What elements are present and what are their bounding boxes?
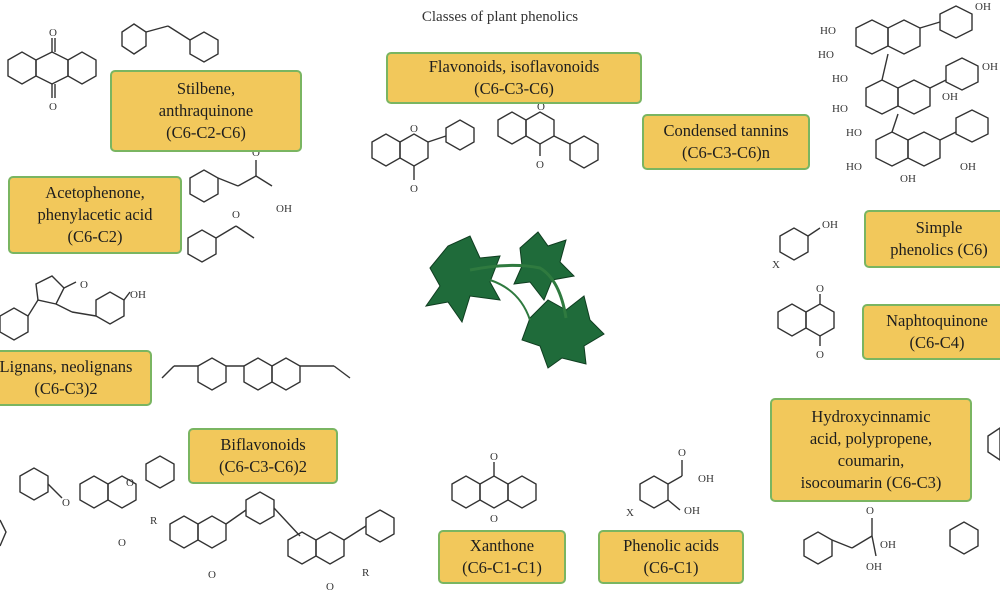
svg-text:O: O: [536, 159, 544, 171]
svg-text:O: O: [232, 209, 240, 221]
phenolic-acids-box: Phenolic acids (C6-C1): [598, 530, 744, 584]
anthraquinone-structure: O O: [7, 27, 97, 113]
svg-text:OH: OH: [130, 289, 146, 301]
svg-text:O: O: [537, 101, 545, 113]
svg-text:OH: OH: [960, 161, 976, 173]
svg-text:HO: HO: [818, 49, 834, 61]
hydroxycinnamic-structure: O OH OH: [803, 427, 1000, 573]
svg-text:HO: HO: [846, 161, 862, 173]
lignan-structure: O OH: [0, 275, 146, 341]
biflavonoids-box: Biflavonoids (C6-C3-C6)2: [188, 428, 338, 484]
label-o: O: [49, 101, 57, 113]
svg-text:O: O: [80, 279, 88, 291]
neolignan-structure: [161, 357, 351, 391]
svg-text:O: O: [816, 349, 824, 361]
svg-text:OH: OH: [684, 505, 700, 517]
biflavonoid-structure-left: O O O R: [0, 455, 175, 549]
acetophenone-structure: O OH O: [187, 147, 292, 263]
svg-text:O: O: [866, 505, 874, 517]
svg-text:HO: HO: [832, 103, 848, 115]
flavone-structure: O O: [371, 119, 475, 195]
stilbene-anthraquinone-box: Stilbene, anthraquinone (C6-C2-C6): [110, 70, 302, 152]
xanthone-structure: O O: [451, 451, 537, 525]
phenolic-acid-structure: O OH OH X: [626, 447, 714, 519]
simple-phenolic-structure: OH X: [772, 219, 838, 271]
svg-text:OH: OH: [866, 561, 882, 573]
svg-text:HO: HO: [820, 25, 836, 37]
condensed-tannins-box: Condensed tannins (C6-C3-C6)n: [642, 114, 810, 170]
svg-text:O: O: [490, 451, 498, 463]
svg-text:O: O: [62, 497, 70, 509]
svg-text:X: X: [772, 259, 780, 271]
flavonoids-box: Flavonoids, isoflavonoids (C6-C3-C6): [386, 52, 642, 104]
naphtoquinone-structure: O O: [777, 283, 835, 361]
tannin-structure: OH HO HO HO HO OH HO HO OH OH OH: [818, 1, 998, 185]
svg-text:O: O: [126, 477, 134, 489]
svg-text:O: O: [326, 581, 334, 593]
label-o: O: [49, 27, 57, 39]
svg-text:O: O: [208, 569, 216, 581]
svg-text:OH: OH: [276, 203, 292, 215]
biflavonoid-structure-right: O O R: [169, 491, 395, 593]
svg-text:HO: HO: [832, 73, 848, 85]
xanthone-box: Xanthone (C6-C1-C1): [438, 530, 566, 584]
svg-text:OH: OH: [880, 539, 896, 551]
acetophenone-box: Acetophenone, phenylacetic acid (C6-C2): [8, 176, 182, 254]
svg-text:O: O: [410, 123, 418, 135]
svg-text:OH: OH: [822, 219, 838, 231]
svg-text:OH: OH: [900, 173, 916, 185]
lignans-box: Lignans, neolignans (C6-C3)2: [0, 350, 152, 406]
simple-phenolics-box: Simple phenolics (C6): [864, 210, 1000, 268]
svg-text:OH: OH: [942, 91, 958, 103]
svg-text:OH: OH: [982, 61, 998, 73]
stilbene-structure: [121, 23, 219, 63]
svg-text:R: R: [150, 515, 158, 527]
hydroxycinnamic-box: Hydroxycinnamic acid, polypropene, couma…: [770, 398, 972, 502]
isoflavone-structure: O O: [497, 101, 599, 171]
svg-text:O: O: [678, 447, 686, 459]
svg-text:O: O: [118, 537, 126, 549]
svg-text:O: O: [252, 147, 260, 159]
svg-text:R: R: [362, 567, 370, 579]
svg-text:O: O: [490, 513, 498, 525]
diagram-title: Classes of plant phenolics: [421, 9, 579, 25]
svg-text:X: X: [626, 507, 634, 519]
naphtoquinone-box: Naphtoquinone (C6-C4): [862, 304, 1000, 360]
svg-text:O: O: [816, 283, 824, 295]
svg-text:OH: OH: [975, 1, 991, 13]
svg-text:OH: OH: [698, 473, 714, 485]
svg-text:O: O: [410, 183, 418, 195]
svg-text:HO: HO: [846, 127, 862, 139]
